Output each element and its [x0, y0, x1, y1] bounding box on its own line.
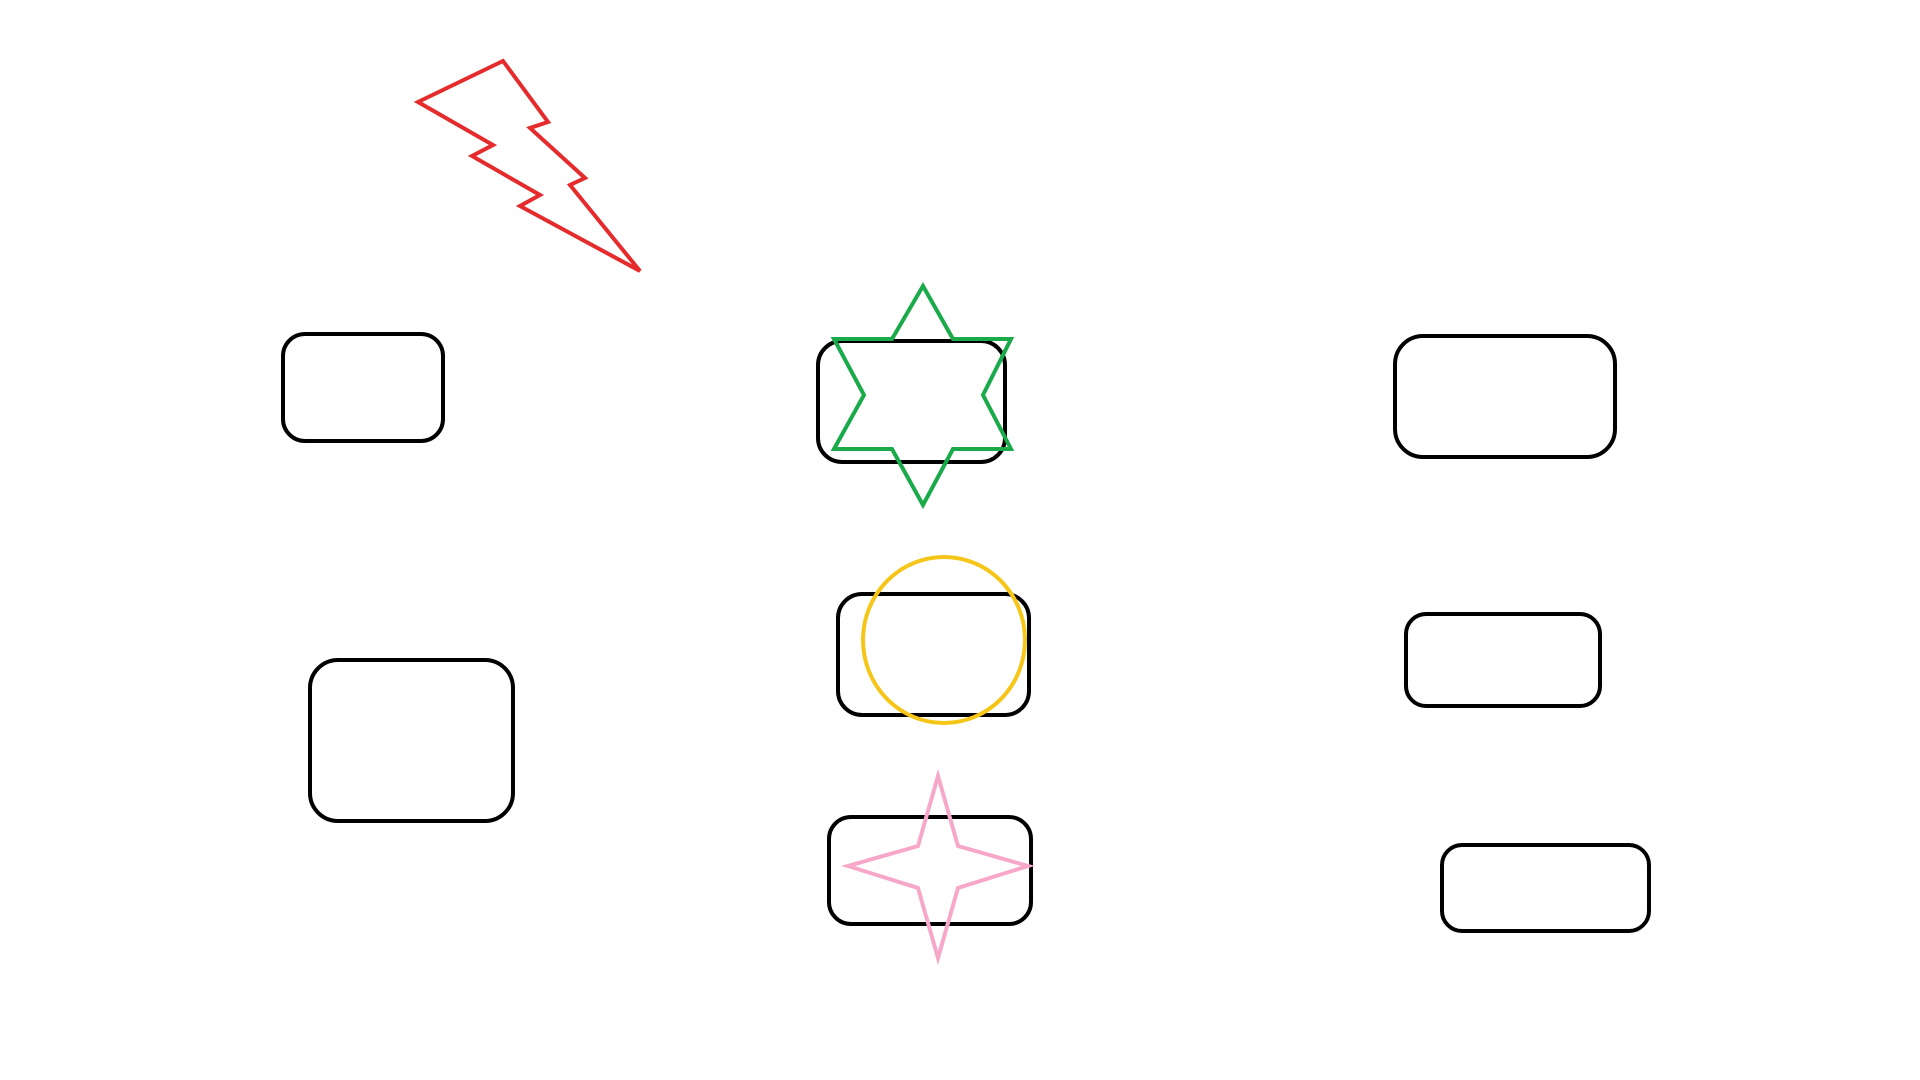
- lightning-bolt-icon[interactable]: [413, 58, 642, 273]
- rounded-rectangle-left-top[interactable]: [281, 332, 445, 443]
- four-point-star-icon[interactable]: [841, 768, 1035, 966]
- rounded-rectangle-center-middle[interactable]: [836, 592, 1031, 717]
- rounded-rectangle-center-top[interactable]: [816, 339, 1007, 464]
- rounded-rectangle-right-bottom[interactable]: [1440, 843, 1651, 933]
- circle-icon[interactable]: [861, 555, 1027, 725]
- six-point-star-icon[interactable]: [830, 281, 1015, 510]
- rounded-rectangle-left-bottom[interactable]: [308, 658, 515, 823]
- rounded-rectangle-right-top[interactable]: [1393, 334, 1617, 459]
- rounded-rectangle-right-middle[interactable]: [1404, 612, 1602, 708]
